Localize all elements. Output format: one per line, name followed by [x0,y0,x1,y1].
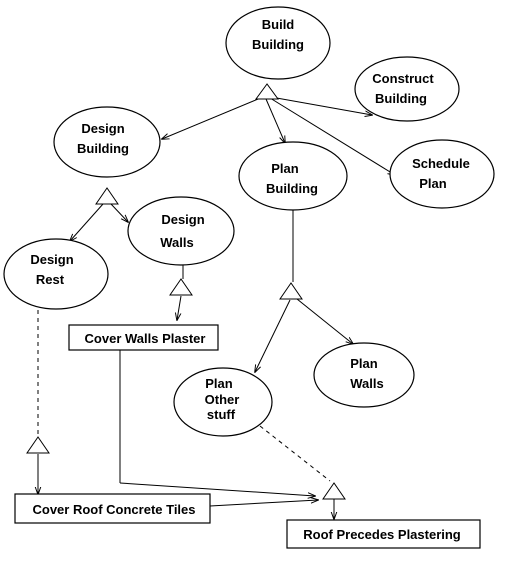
node-construct-building-line-1: Construct [372,71,434,86]
edge-design-building-to-design-rest [70,203,104,241]
node-build-building: Build Building [225,6,331,80]
edge-cover-roof-to-roof-precedes [209,500,318,507]
node-design-building: Design Building [53,106,161,178]
node-build-building-line-1: Build [262,17,295,32]
edge-plan-other-stuff-to-triangle [259,425,331,482]
node-cover-roof-concrete-tiles-label: Cover Roof Concrete Tiles [32,502,195,517]
node-plan-walls-line-2: Walls [350,376,383,391]
node-design-building-line-1: Design [81,121,124,136]
edges [38,96,395,519]
node-schedule-plan-line-1: Schedule [412,156,470,171]
triangle-design-walls [169,278,193,296]
node-plan-building-line-1: Plan [271,161,299,176]
edge-build-to-construct-building [270,96,372,115]
node-plan-other-stuff: Plan Other stuff [173,367,273,437]
node-plan-walls-line-1: Plan [350,356,378,371]
node-plan-other-stuff-line-3: stuff [207,407,236,422]
node-design-rest-line-2: Rest [36,272,65,287]
triangle-design-rest [26,436,50,454]
triangle-roof-precedes [322,482,346,500]
edge-triangle-to-plan-walls [296,298,353,344]
edge-cover-walls-to-roof-precedes [119,482,315,496]
node-construct-building: Construct Building [354,56,460,122]
node-design-walls: Design Walls [127,196,235,266]
node-build-building-line-2: Building [252,37,304,52]
triangles [26,83,346,500]
node-cover-roof-concrete-tiles: Cover Roof Concrete Tiles [14,493,211,524]
node-plan-building: Plan Building [238,141,348,211]
edge-build-to-plan-building [265,98,285,143]
triangle-design-building [95,187,119,205]
node-plan-other-stuff-line-2: Other [205,392,240,407]
node-plan-building-line-2: Building [266,181,318,196]
node-schedule-plan-line-2: Plan [419,176,447,191]
edge-build-to-design-building [162,96,264,139]
node-construct-building-line-2: Building [375,91,427,106]
node-roof-precedes-plastering: Roof Precedes Plastering [286,519,481,549]
edge-triangle-to-cover-walls-plaster [177,295,182,320]
node-design-rest-line-1: Design [30,252,73,267]
edge-triangle-to-plan-other-stuff [255,299,291,372]
node-plan-walls: Plan Walls [313,342,415,408]
node-design-walls-line-1: Design [161,212,204,227]
triangle-plan-building [279,282,303,300]
edge-build-to-schedule-plan [269,97,395,175]
node-roof-precedes-plastering-label: Roof Precedes Plastering [303,527,461,542]
node-plan-other-stuff-line-1: Plan [205,376,233,391]
triangle-build-building [255,83,279,100]
node-design-rest: Design Rest [3,238,109,310]
node-cover-walls-plaster-label: Cover Walls Plaster [85,331,206,346]
node-schedule-plan: Schedule Plan [389,139,495,209]
node-design-building-line-2: Building [77,141,129,156]
edge-design-building-to-design-walls [110,203,128,222]
node-design-walls-line-2: Walls [160,235,193,250]
node-cover-walls-plaster: Cover Walls Plaster [68,324,219,351]
